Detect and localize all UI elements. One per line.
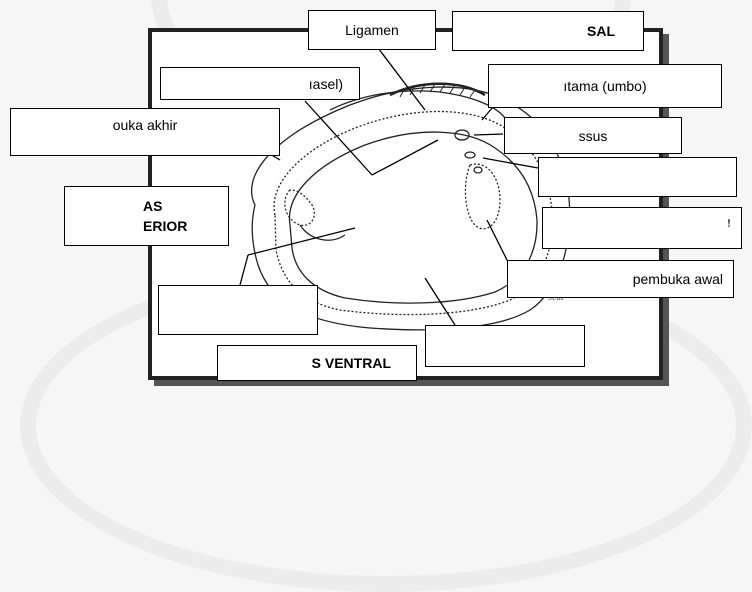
label-dorsal: SAL bbox=[452, 11, 644, 51]
label-blank-bottom bbox=[425, 325, 585, 367]
label-blank-left bbox=[158, 285, 318, 335]
label-otot-pembuka-awal: pembuka awal bbox=[507, 260, 734, 298]
label-ventral: S VENTRAL bbox=[217, 345, 417, 381]
label-engsel: ıasel) bbox=[160, 67, 360, 100]
organ-small-3 bbox=[474, 167, 482, 173]
label-anterior: AS ERIOR bbox=[64, 186, 229, 246]
organ-small-2 bbox=[465, 152, 475, 158]
mantle-line-inner bbox=[289, 132, 537, 303]
label-otot-pembuka-akhir: ouka akhir bbox=[10, 108, 280, 156]
label-blank-right bbox=[538, 157, 737, 197]
anterior-adductor-scar bbox=[465, 164, 500, 229]
label-usus: ssus bbox=[504, 117, 682, 154]
label-ligamen: Ligamen bbox=[308, 10, 436, 50]
label-posterior: ꜝ bbox=[542, 207, 742, 249]
label-umbo: ıtama (umbo) bbox=[488, 64, 722, 108]
